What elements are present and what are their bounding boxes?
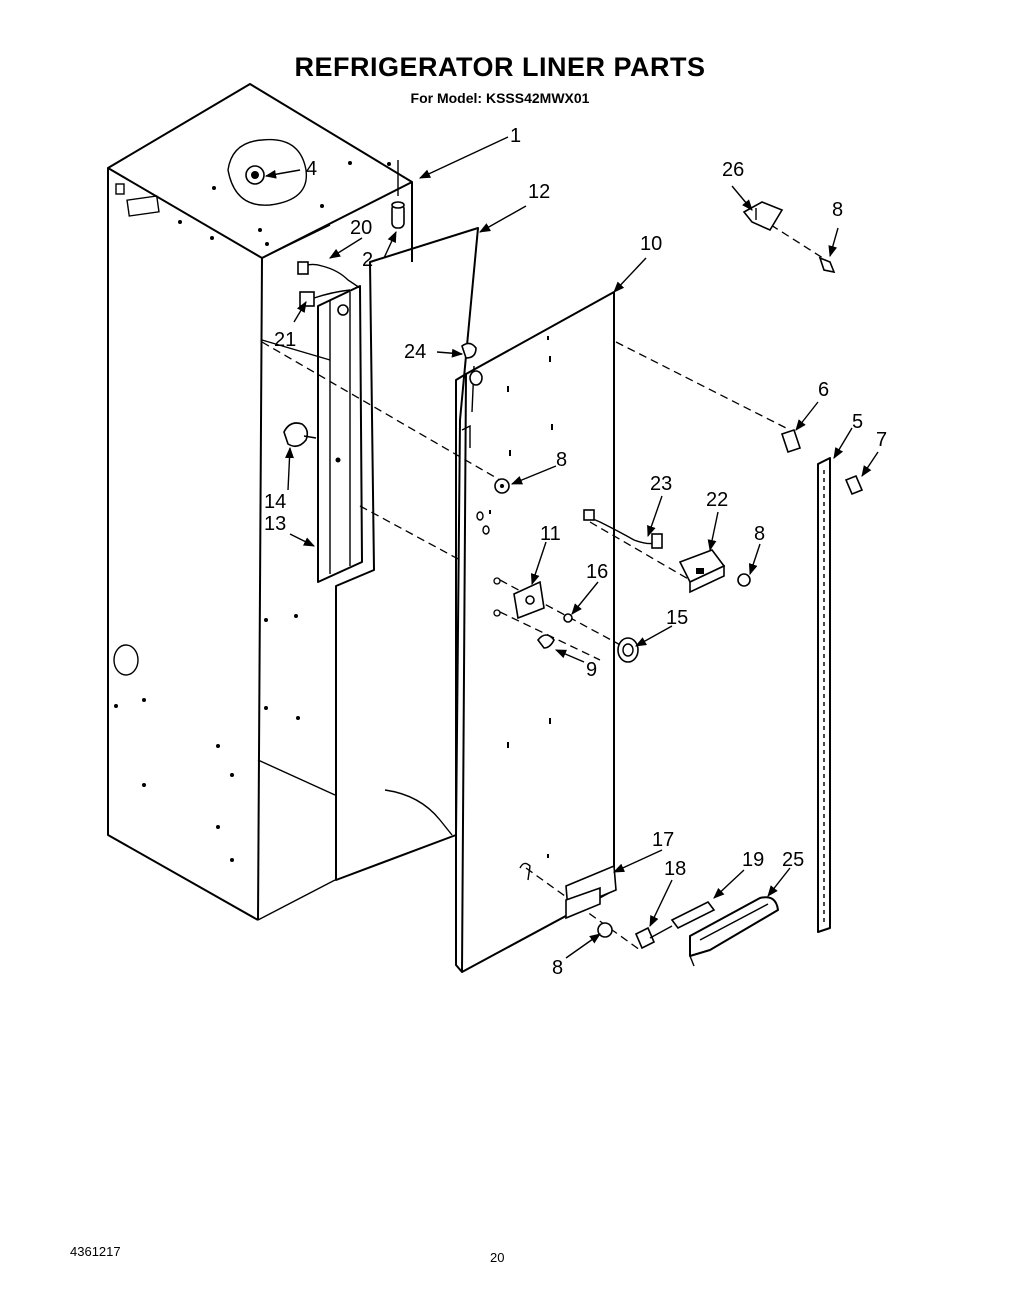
callout-1: 1 [510,125,521,147]
callout-21: 21 [274,329,296,351]
knob-part-14 [283,422,317,448]
block-part-6 [780,428,802,454]
callout-22: 22 [706,489,728,511]
callout-8-mid: 8 [556,449,567,471]
callout-9: 9 [586,659,597,681]
plug-part-2 [391,201,405,229]
switch-part-22 [678,549,726,594]
screw-part-8-right [737,573,751,587]
wire-part-23 [583,509,663,549]
callout-2: 2 [362,249,373,271]
callout-10: 10 [640,233,662,255]
grommet-part-9 [536,634,555,649]
callout-6: 6 [818,379,829,401]
bracket-part-13 [317,285,363,583]
callout-20: 20 [350,217,372,239]
callout-7: 7 [876,429,887,451]
callout-13: 13 [264,513,286,535]
socket-part-15 [617,637,639,663]
callout-4: 4 [306,158,317,180]
callout-15: 15 [666,607,688,629]
trim-strip-part-5 [817,457,831,933]
page-title: REFRIGERATOR LINER PARTS [294,52,706,82]
cabinet [107,83,413,921]
bracket-part-26 [742,201,784,232]
callout-24: 24 [404,341,426,363]
clip-part-24 [461,342,477,359]
callout-5: 5 [852,411,863,433]
callout-12: 12 [528,181,550,203]
callout-leaders [264,136,879,959]
screw-part-8-top [818,256,836,274]
callout-8-bottom: 8 [552,957,563,979]
nut-part-16 [563,613,573,623]
cover-part-25 [689,896,779,967]
callout-11: 11 [540,523,561,545]
screw-part-8-bottom [597,922,613,938]
liner-panel-part-10 [455,291,615,973]
callout-14: 14 [264,491,286,513]
callout-17: 17 [652,829,674,851]
callout-25: 25 [782,849,804,871]
callout-16: 16 [586,561,608,583]
callout-26: 26 [722,159,744,181]
callout-19: 19 [742,849,764,871]
plate-part-11 [513,580,545,620]
callout-23: 23 [650,473,672,495]
callout-8-right: 8 [754,523,765,545]
screw-part-7 [844,474,864,496]
document-number: 4361217 [70,1244,121,1259]
callout-18: 18 [664,858,686,880]
model-subtitle: For Model: KSSS42MWX01 [410,90,590,106]
wire-harness-part-20 [297,261,361,289]
insulation-part-12 [335,227,479,881]
callout-8-top: 8 [832,199,843,221]
thermistor-part-19 [649,900,716,939]
page-number: 20 [490,1250,505,1265]
hinge-plate-part-17 [519,862,617,920]
fastener-part-18 [634,926,656,950]
screw-part-8-mid [494,478,510,494]
